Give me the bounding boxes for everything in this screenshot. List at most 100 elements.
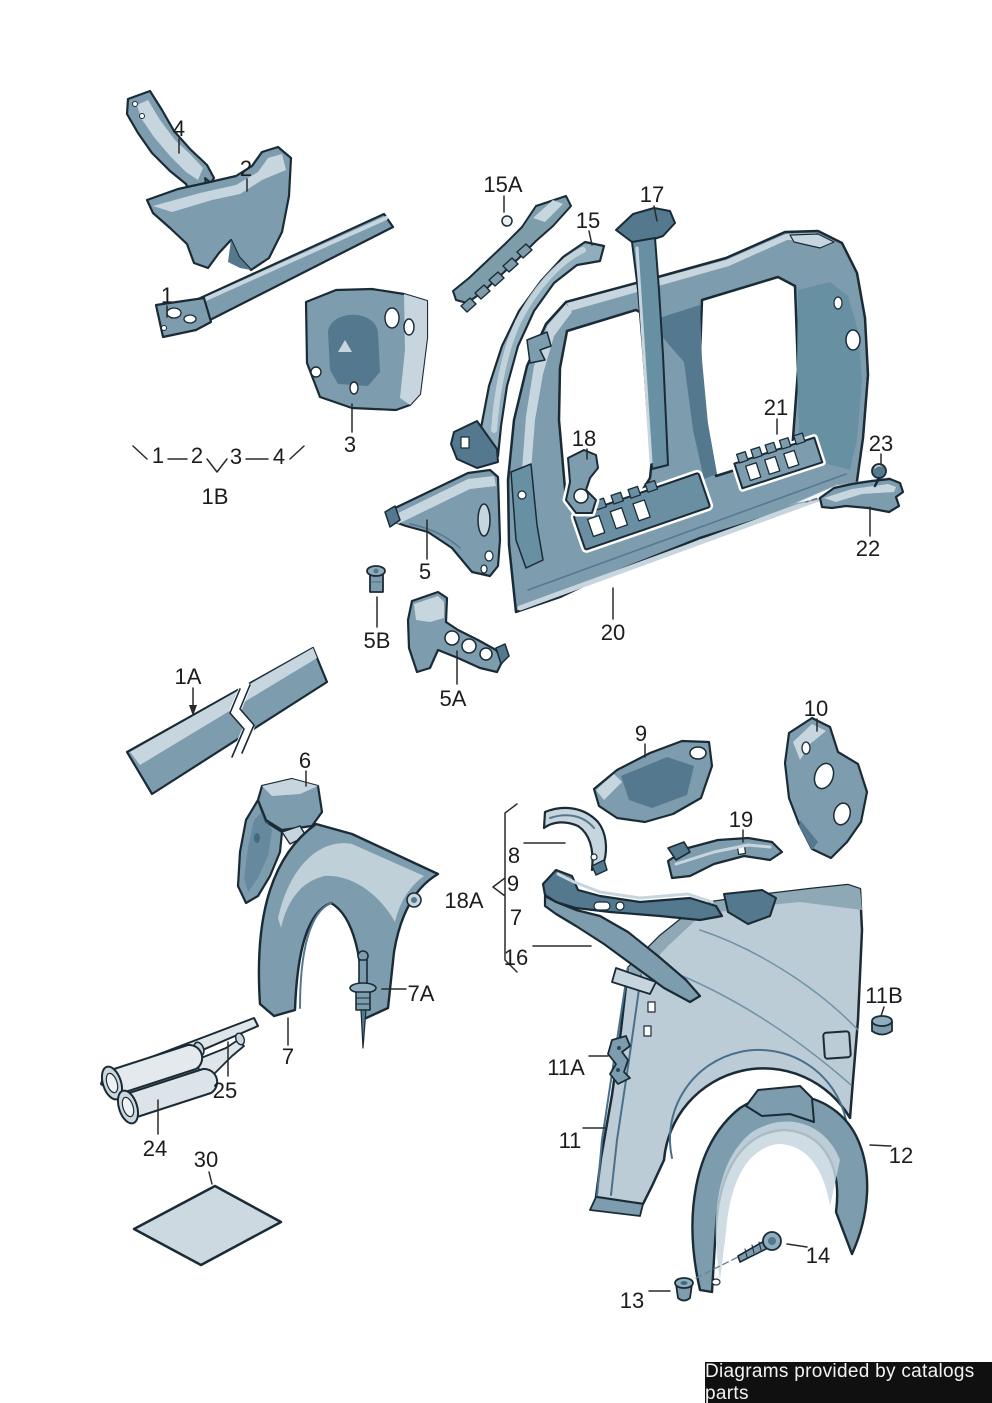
part-10-highlight bbox=[793, 724, 826, 760]
part-callout-8: 8 bbox=[507, 843, 521, 868]
part-callout-key-4: 4 bbox=[272, 444, 286, 469]
part-6-shadow bbox=[244, 812, 272, 892]
part-15A-serrated-rail bbox=[452, 195, 572, 313]
part-6-c-pillar-bracket bbox=[236, 777, 324, 905]
part-15-highlight bbox=[491, 247, 586, 433]
part-5A-hole bbox=[479, 647, 493, 661]
part-17-b-pillar-reinforcement bbox=[615, 207, 676, 470]
part-1A-strip bbox=[125, 646, 329, 796]
part-callout-22: 22 bbox=[855, 536, 881, 561]
part-callout-1A: 1A bbox=[174, 664, 202, 689]
part-3-arch bbox=[328, 314, 380, 386]
part-24-cartridge-gun bbox=[100, 1032, 246, 1125]
part-8-edge bbox=[549, 814, 595, 829]
part-7-group-highlight bbox=[556, 872, 714, 904]
part-5-crease bbox=[409, 523, 461, 549]
part-callout-19: 19 bbox=[728, 807, 754, 832]
part-callout-7-group: 7 bbox=[509, 905, 523, 930]
part-17-flange bbox=[615, 207, 676, 243]
part-21-hole bbox=[764, 455, 781, 475]
part-callout-1B: 1B bbox=[201, 484, 229, 509]
part-callout-9-group: 9 bbox=[506, 871, 520, 896]
part-8-hole bbox=[590, 853, 598, 861]
part-callout-15: 15 bbox=[575, 208, 601, 233]
part-22-highlight bbox=[824, 484, 896, 502]
part-6-hole bbox=[254, 833, 260, 843]
leader-lines bbox=[132, 138, 892, 1292]
part-5-body bbox=[387, 468, 502, 578]
part-4-highlight bbox=[137, 100, 203, 180]
part-8-corner-reinforcement bbox=[542, 806, 608, 876]
part-callout-25: 25 bbox=[212, 1078, 238, 1103]
part-12-bump bbox=[745, 1085, 815, 1123]
part-callout-23: 23 bbox=[868, 431, 894, 456]
part-callout-18: 18 bbox=[571, 426, 597, 451]
part-15-foot-notch bbox=[460, 436, 470, 449]
part-20-side-frame bbox=[506, 229, 870, 614]
part-callout-2-top: 2 bbox=[239, 156, 253, 181]
part-1A-band bbox=[125, 646, 329, 796]
part-callout-7: 7 bbox=[281, 1044, 295, 1069]
part-2-fold bbox=[228, 240, 251, 270]
part-11A-bracket bbox=[607, 1035, 631, 1085]
part-1-sill-rail bbox=[154, 212, 395, 339]
part-19-sill-extension bbox=[666, 836, 784, 880]
part-1-foot bbox=[154, 296, 213, 339]
part-1-foot-hole bbox=[166, 307, 182, 319]
part-10-hole bbox=[801, 741, 811, 755]
group-bracket-18A bbox=[492, 803, 518, 973]
part-5-hole bbox=[480, 564, 488, 574]
part-15A-hole bbox=[501, 215, 513, 227]
part-5B-rivet bbox=[366, 565, 386, 593]
part-callout-11: 11 bbox=[558, 1128, 582, 1153]
part-callout-1-top: 1 bbox=[160, 283, 174, 308]
part-8-foot bbox=[591, 859, 608, 876]
part-16-7-assembly bbox=[541, 868, 777, 1004]
part-24-ring bbox=[234, 1032, 246, 1046]
part-1A-highlight bbox=[130, 648, 317, 765]
part-23-screw bbox=[871, 463, 887, 488]
part-11-arch-rim bbox=[669, 1049, 847, 1159]
part-11-foot bbox=[589, 1196, 644, 1217]
part-1-beam-highlight bbox=[197, 216, 388, 304]
part-12-inner-face bbox=[715, 1121, 840, 1280]
part-6-head-top bbox=[262, 779, 318, 796]
part-5A-hole bbox=[461, 638, 477, 654]
part-19-body bbox=[666, 836, 784, 880]
part-15-a-pillar bbox=[450, 240, 606, 469]
part-callout-5A: 5A bbox=[439, 686, 467, 711]
frame-a-pillar-bracket bbox=[526, 331, 552, 364]
part-5A-hole bbox=[444, 630, 460, 646]
part-14-screw bbox=[695, 1231, 782, 1279]
arrow-1A-head bbox=[189, 705, 197, 716]
part-callout-5: 5 bbox=[418, 559, 432, 584]
part-21-hole bbox=[783, 449, 800, 469]
part-5A-bracket bbox=[406, 590, 510, 674]
part-16-foot bbox=[611, 967, 657, 995]
part-12-wheel-housing-liner bbox=[691, 1085, 869, 1294]
part-callout-20: 20 bbox=[600, 620, 626, 645]
part-3-hole bbox=[384, 307, 400, 329]
frame-roof-highlight bbox=[567, 233, 816, 311]
part-5A-flange bbox=[495, 643, 510, 665]
part-callout-21: 21 bbox=[763, 395, 789, 420]
part-callout-14: 14 bbox=[805, 1243, 831, 1268]
part-30-deadener-sheet bbox=[132, 1184, 283, 1267]
part-12-screw-hole bbox=[711, 1278, 721, 1286]
part-10-rear-panel-side bbox=[783, 716, 869, 860]
part-3-wheel-housing-front bbox=[304, 287, 429, 412]
part-5-top-flange bbox=[392, 476, 496, 524]
group-key-1B-bracket bbox=[132, 445, 305, 473]
frame-b-pillar bbox=[653, 305, 717, 479]
part-7-edge bbox=[299, 902, 332, 1009]
part-callout-16: 16 bbox=[503, 945, 529, 970]
screw-dashed-axis bbox=[695, 1251, 749, 1279]
part-19-highlight bbox=[674, 843, 772, 866]
part-3-hole bbox=[349, 381, 359, 395]
frame-small-hole bbox=[833, 296, 843, 310]
footer-credit-text: Diagrams provided by catalogs parts bbox=[705, 1360, 975, 1403]
part-21-sill-member bbox=[730, 432, 826, 492]
part-15A-highlight bbox=[533, 200, 563, 222]
part-callout-17: 17 bbox=[639, 182, 665, 207]
